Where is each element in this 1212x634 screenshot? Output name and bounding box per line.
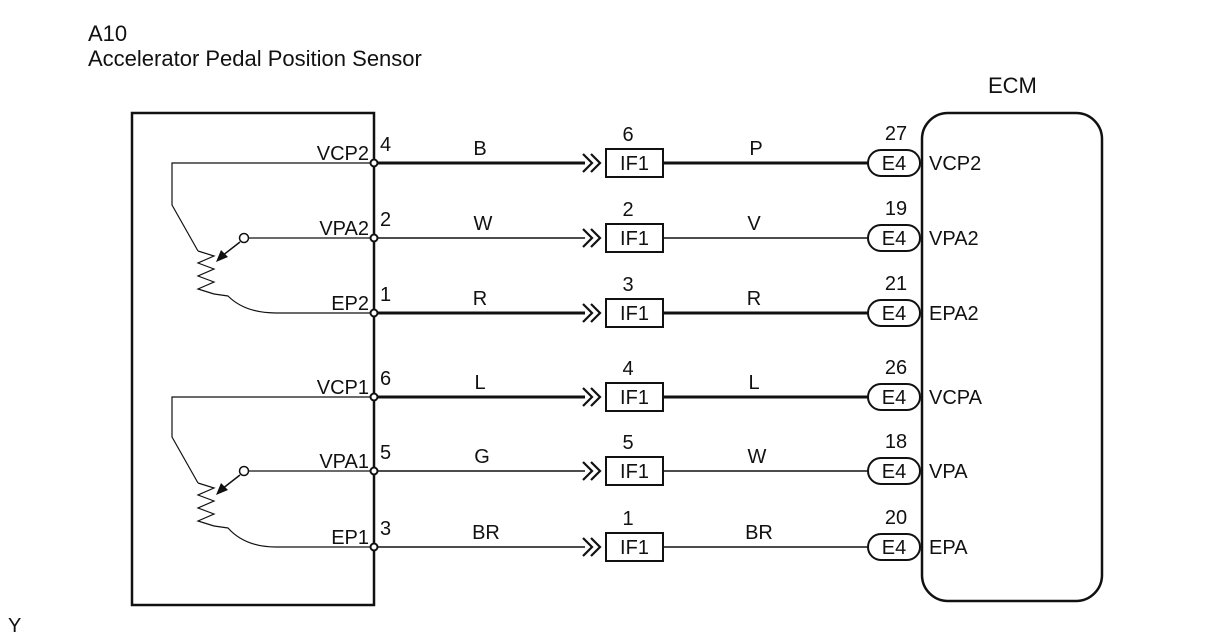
mid-connector <box>605 148 664 178</box>
ecm-pin-number: 19 <box>885 198 907 220</box>
mid-connector-label: IF1 <box>620 537 649 559</box>
ecm-connector-label: E4 <box>882 461 906 483</box>
sensor-pin-terminal <box>369 466 379 476</box>
ecm-terminal-label: VCP2 <box>929 153 981 175</box>
corner-mark: Y <box>8 615 21 634</box>
sensor-terminal-label: VPA1 <box>319 451 369 473</box>
ecm-box <box>920 111 1104 603</box>
sensor-terminal-label: EP2 <box>331 293 369 315</box>
sensor-pin-number: 6 <box>380 368 391 390</box>
ecm-connector-label: E4 <box>882 387 906 409</box>
ecm-terminal-label: VCPA <box>929 387 983 409</box>
ecm-terminal-label: EPA <box>929 537 968 559</box>
wire-color-2: V <box>747 213 761 235</box>
circuit-row: IF1 E4 VCP1 6 L 4 L 26 VCPA <box>317 357 983 412</box>
sensor-pin-number: 1 <box>380 284 391 306</box>
ecm-connector <box>867 224 921 252</box>
mid-connector-label: IF1 <box>620 303 649 325</box>
wire-color-1: R <box>473 288 487 310</box>
ecm-terminal-label: VPA2 <box>929 228 979 250</box>
mid-connector-label: IF1 <box>620 387 649 409</box>
sensor-pin-number: 5 <box>380 442 391 464</box>
wire-color-2: L <box>748 372 759 394</box>
mid-connector <box>605 382 664 412</box>
sensor-name: Accelerator Pedal Position Sensor <box>88 46 422 71</box>
mid-pin-number: 3 <box>622 274 633 296</box>
circuit-row: IF1 E4 VPA2 2 W 2 V 19 VPA2 <box>319 198 979 253</box>
sensor-terminal-label: EP1 <box>331 527 369 549</box>
ecm-connector <box>867 533 921 561</box>
sensor-pin-terminal <box>369 158 379 168</box>
sensor-terminal-label: VCP2 <box>317 143 369 165</box>
ecm-pin-number: 20 <box>885 507 907 529</box>
ecm-connector <box>867 299 921 327</box>
ecm-connector-label: E4 <box>882 303 906 325</box>
wire-color-2: R <box>747 288 761 310</box>
mid-pin-number: 1 <box>622 508 633 530</box>
ecm-pin-number: 21 <box>885 273 907 295</box>
sensor-terminal-label: VPA2 <box>319 218 369 240</box>
circuit-row: IF1 E4 EP2 1 R 3 R 21 EPA2 <box>331 273 979 328</box>
mid-pin-number: 2 <box>622 199 633 221</box>
circuit-row: IF1 E4 VCP2 4 B 6 P 27 VCP2 <box>317 123 981 178</box>
mid-pin-number: 5 <box>622 432 633 454</box>
ecm-connector-label: E4 <box>882 537 906 559</box>
circuit-row: IF1 E4 EP1 3 BR 1 BR 20 EPA <box>331 507 968 562</box>
ecm-connector <box>867 383 921 411</box>
wire-color-1: W <box>474 213 493 235</box>
sensor-pin-terminal <box>369 392 379 402</box>
mid-connector <box>605 532 664 562</box>
wire-color-1: BR <box>472 522 500 544</box>
potentiometer-1 <box>171 396 374 548</box>
sensor-pin-terminal <box>369 233 379 243</box>
mid-connector-label: IF1 <box>620 153 649 175</box>
sensor-code: A10 <box>88 21 127 46</box>
ecm-connector-label: E4 <box>882 228 906 250</box>
mid-connector-label: IF1 <box>620 461 649 483</box>
mid-pin-number: 6 <box>622 124 633 146</box>
sensor-terminal-label: VCP1 <box>317 377 369 399</box>
wire-color-2: BR <box>745 522 773 544</box>
sensor-pin-number: 2 <box>380 209 391 231</box>
mid-pin-number: 4 <box>622 358 633 380</box>
ecm-pin-number: 26 <box>885 357 907 379</box>
wire-color-2: W <box>748 446 767 468</box>
ecm-connector-label: E4 <box>882 153 906 175</box>
potentiometer-2 <box>171 162 374 314</box>
sensor-pin-terminal <box>369 308 379 318</box>
wire-color-2: P <box>749 138 762 160</box>
mid-connector <box>605 456 664 486</box>
mid-connector <box>605 223 664 253</box>
sensor-pin-number: 4 <box>380 134 391 156</box>
sensor-pin-terminal <box>369 542 379 552</box>
ecm-label: ECM <box>988 73 1037 98</box>
ecm-connector <box>867 149 921 177</box>
wire-color-1: G <box>474 446 490 468</box>
sensor-pin-number: 3 <box>380 518 391 540</box>
ecm-pin-number: 18 <box>885 431 907 453</box>
wire-color-1: L <box>474 372 485 394</box>
circuit-row: IF1 E4 VPA1 5 G 5 W 18 VPA <box>319 431 968 486</box>
ecm-terminal-label: VPA <box>929 461 968 483</box>
ecm-connector <box>867 457 921 485</box>
mid-connector-label: IF1 <box>620 228 649 250</box>
ecm-pin-number: 27 <box>885 123 907 145</box>
ecm-terminal-label: EPA2 <box>929 303 979 325</box>
mid-connector <box>605 298 664 328</box>
wire-color-1: B <box>473 138 486 160</box>
